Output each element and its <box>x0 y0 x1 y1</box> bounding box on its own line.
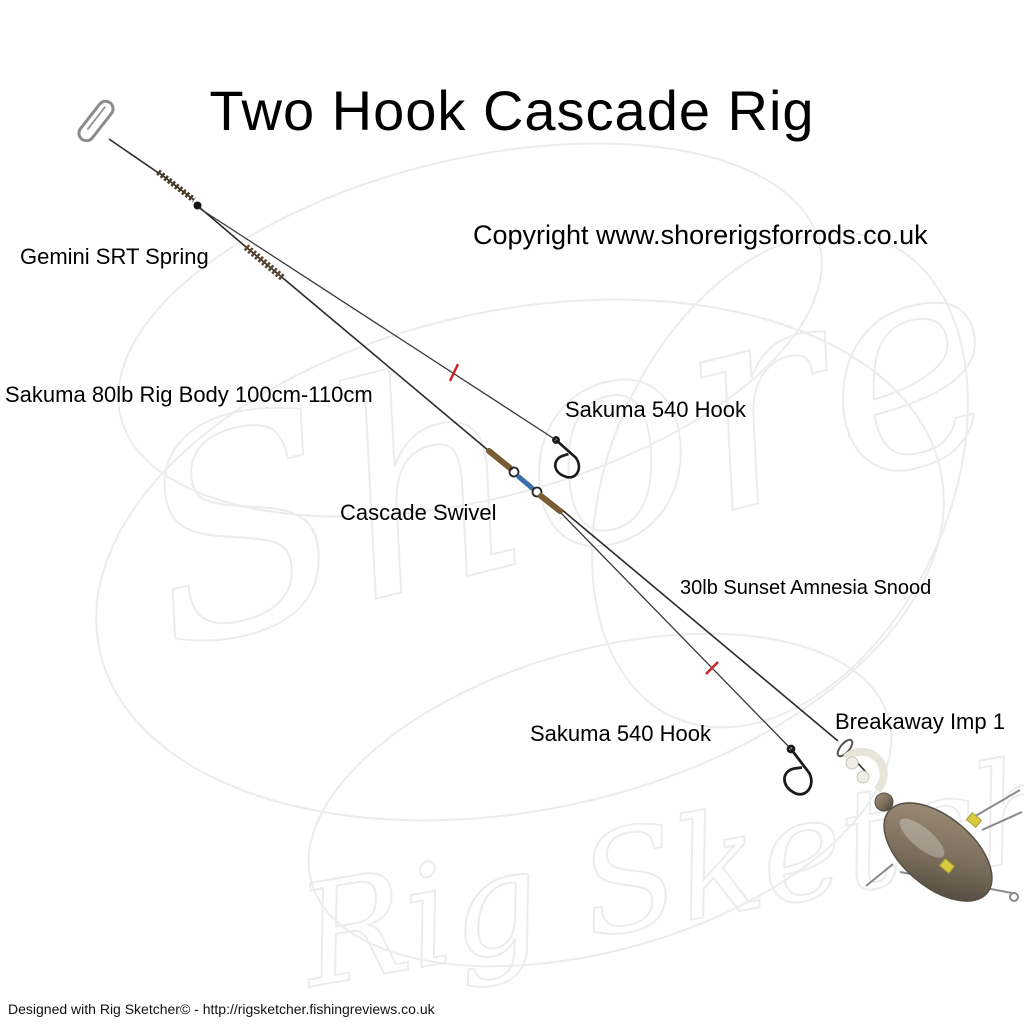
crimp-lower <box>538 493 563 514</box>
lead-bead <box>938 857 956 875</box>
lead-body <box>883 802 993 902</box>
crimp-upper <box>486 448 513 471</box>
label-hook-bottom: Sakuma 540 Hook <box>530 721 711 746</box>
rig-body-line <box>283 278 490 452</box>
stop-bead <box>193 201 202 210</box>
lead-wire <box>981 811 1023 831</box>
page-title: Two Hook Cascade Rig <box>209 79 815 142</box>
line-marker-bottom <box>705 661 719 675</box>
label-cascade-swivel: Cascade Swivel <box>340 500 497 525</box>
snood-line-top <box>198 207 557 441</box>
lead-link-clip <box>836 738 854 758</box>
snood-line-bottom <box>560 512 792 750</box>
label-rig-body: Sakuma 80lb Rig Body 100cm-110cm <box>5 382 373 407</box>
line-marker-top <box>448 363 460 382</box>
cascade-swivel-loop <box>531 486 543 498</box>
watermark-swirl <box>95 298 945 822</box>
lead-tail-loop <box>1009 892 1019 902</box>
label-lead: Breakaway Imp 1 <box>835 709 1005 734</box>
snap-link-clip <box>77 99 115 143</box>
impact-bead <box>845 756 859 770</box>
watermark-swirl <box>591 231 969 729</box>
hook-top-icon <box>552 436 581 479</box>
cascade-swivel-loop <box>508 466 520 478</box>
lead-bead <box>965 811 983 829</box>
watermark-swirl <box>117 142 823 518</box>
cascade-swivel-barrel <box>516 474 535 491</box>
impact-shield <box>843 747 888 793</box>
label-hook-top: Sakuma 540 Hook <box>565 397 746 422</box>
hook-bottom-icon <box>783 744 813 796</box>
rig-body-line <box>108 138 161 175</box>
lead-weight <box>865 789 1023 902</box>
impact-bead <box>856 770 870 784</box>
lead-wire <box>971 789 1021 819</box>
gemini-srt-spring <box>243 244 287 282</box>
lead-link-line <box>560 508 839 742</box>
lead-wire <box>865 863 894 887</box>
upper-spring <box>156 169 196 203</box>
watermark-swirl <box>307 632 893 968</box>
copyright-text: Copyright www.shorerigsforrods.co.uk <box>473 220 928 250</box>
label-snood: 30lb Sunset Amnesia Snood <box>680 577 932 599</box>
footer-credit: Designed with Rig Sketcher© - http://rig… <box>8 1001 435 1017</box>
label-gemini-srt-spring: Gemini SRT Spring <box>20 244 209 269</box>
lead-highlight <box>899 818 945 858</box>
lead-nose <box>874 792 894 812</box>
